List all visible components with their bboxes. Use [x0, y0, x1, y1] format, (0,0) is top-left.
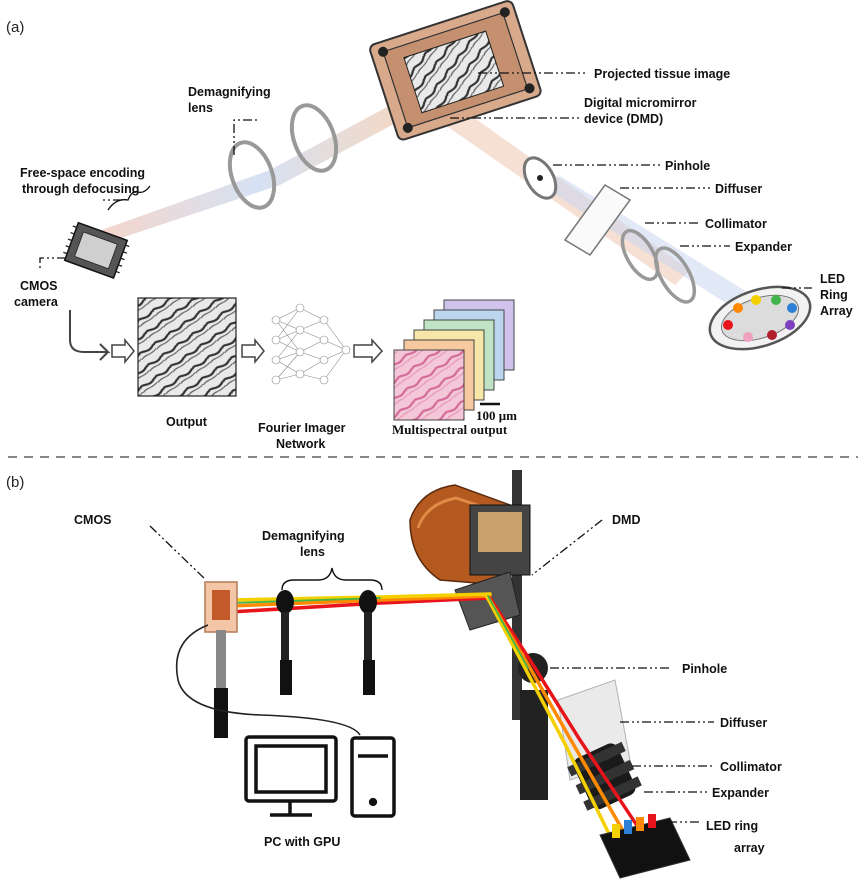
label-demag-line2-b: lens — [300, 545, 325, 559]
demag-lens-holder-1 — [276, 590, 294, 695]
label-network-line1: Fourier Imager — [258, 421, 346, 435]
label-dmd-b: DMD — [612, 513, 640, 527]
label-output: Output — [166, 415, 208, 429]
label-dmd-line1: Digital micromirror — [584, 96, 697, 110]
label-demag-line2-a: lens — [188, 101, 213, 115]
cmos-chip-a — [63, 221, 130, 279]
pinhole-aperture-a — [537, 175, 543, 181]
label-cmos-line1-a: CMOS — [20, 279, 58, 293]
label-diffuser-b: Diffuser — [720, 716, 767, 730]
demag-lens-holder-2 — [359, 590, 377, 695]
demag-lens-2-a — [289, 103, 339, 173]
diffuser-plate-a — [563, 184, 632, 256]
label-demag-line1-a: Demagnifying — [188, 85, 271, 99]
label-led-line1-b: LED ring — [706, 819, 758, 833]
label-expander-b: Expander — [712, 786, 769, 800]
label-dmd-line2: device (DMD) — [584, 112, 663, 126]
panel-a-tag: (a) — [6, 19, 24, 36]
pinhole-mount-post — [520, 690, 548, 800]
label-led-line2-a: Ring — [820, 288, 848, 302]
flow-arrow-3 — [353, 338, 384, 364]
pc-icon — [244, 735, 396, 818]
leader-lines-b — [149, 519, 714, 823]
panel-a: (a) — [6, 0, 853, 451]
label-cmos-b: CMOS — [74, 513, 112, 527]
label-led-line2-b: array — [734, 841, 765, 855]
panel-b-tag: (b) — [6, 474, 24, 491]
leader-lines-a — [39, 72, 812, 289]
label-multispectral-output: Multispectral output — [392, 422, 508, 437]
label-pinhole-a: Pinhole — [665, 159, 710, 173]
output-image — [137, 297, 237, 397]
label-collimator-b: Collimator — [720, 760, 782, 774]
label-diffuser-a: Diffuser — [715, 182, 762, 196]
dmd-mount-rod — [512, 470, 522, 720]
label-led-line1-a: LED — [820, 272, 845, 286]
dmd-device-a — [369, 0, 542, 141]
flow-arrow-hook — [69, 310, 111, 361]
dmd-hardware — [409, 484, 531, 631]
label-expander-a: Expander — [735, 240, 792, 254]
label-network-line2: Network — [276, 437, 325, 451]
led-ring-array-a — [708, 285, 812, 351]
label-free-space-line1: Free-space encoding — [20, 166, 145, 180]
expander-lens-a — [653, 246, 697, 304]
demag-lens-1-a — [227, 140, 277, 210]
flow-arrow-1 — [111, 337, 135, 365]
cmos-camera-hardware — [204, 581, 238, 738]
label-cmos-line2-a: camera — [14, 295, 59, 309]
usb-cable — [175, 624, 361, 736]
label-pc-gpu: PC with GPU — [264, 835, 340, 849]
demag-bracket-b — [281, 567, 383, 591]
label-pinhole-b: Pinhole — [682, 662, 727, 676]
free-space-bracket-a — [107, 185, 151, 211]
panel-b: (b) — [6, 470, 782, 879]
label-demag-line1-b: Demagnifying — [262, 529, 345, 543]
led-board-hardware — [599, 814, 691, 879]
multispectral-stack — [393, 299, 515, 421]
fourier-imager-network-diagram — [271, 303, 351, 385]
label-scale-bar: 100 μm — [476, 408, 517, 423]
label-projected-tissue-image: Projected tissue image — [594, 67, 730, 81]
flow-arrow-2 — [241, 337, 265, 365]
label-free-space-line2: through defocusing — [22, 182, 139, 196]
collimator-lens-a — [620, 228, 660, 282]
label-led-line3-a: Array — [820, 304, 853, 318]
label-collimator-a: Collimator — [705, 217, 767, 231]
